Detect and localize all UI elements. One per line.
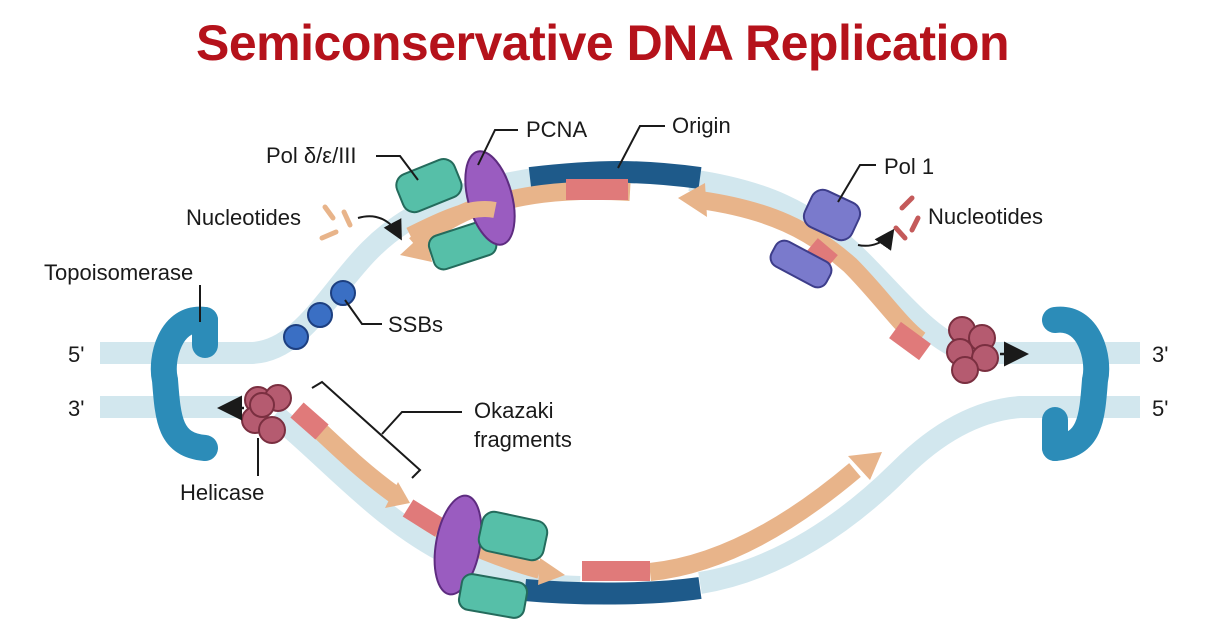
rna-primers — [290, 179, 931, 581]
leading-strand-top-left-arrowhead — [400, 232, 432, 262]
pol-bottom-lower — [457, 573, 529, 619]
ssb-proteins — [283, 280, 356, 350]
pol1-label: Pol 1 — [884, 154, 934, 179]
left-top-end-label: 5' — [68, 342, 84, 367]
polymerase-bottom — [433, 494, 549, 619]
pol-delta-leader — [376, 155, 419, 181]
nucleotides-left-arrow — [357, 215, 402, 241]
primer-top-right-1 — [889, 321, 931, 361]
right-bottom-end-label: 5' — [1152, 396, 1168, 421]
nucleotides-right-arrow — [857, 228, 895, 251]
ssbs-label: SSBs — [388, 312, 443, 337]
okazaki-leader — [381, 411, 462, 435]
okazaki-fork-arrowhead — [538, 558, 565, 585]
topoisomerase-right — [1042, 306, 1110, 461]
leading-strand-bottom-right-arrowhead — [848, 452, 882, 480]
okazaki-bracket — [311, 380, 422, 479]
helicase-label: Helicase — [180, 480, 264, 505]
topoisomerase-left — [150, 306, 218, 461]
page-title: Semiconservative DNA Replication — [196, 15, 1009, 71]
nucleotides-left-dashes — [319, 204, 353, 241]
pol-template-loop — [406, 201, 497, 243]
right-top-end-label: 3' — [1152, 342, 1168, 367]
bottom-right-parent-strand — [698, 396, 1140, 594]
lagging-strand-top-right — [698, 191, 926, 348]
origin-segment-bottom — [524, 577, 702, 605]
pcna-leader — [477, 129, 518, 166]
origin-segment-top — [528, 161, 702, 189]
okazaki-label-line1: Okazaki — [474, 398, 553, 423]
primer-bottom-left-1 — [290, 402, 329, 440]
origin-leader — [617, 125, 665, 169]
primer-bottom-left-2 — [402, 499, 446, 537]
top-right-parent-strand — [688, 169, 1140, 364]
pol1-complex — [769, 188, 862, 289]
nucleotides-left-label: Nucleotides — [186, 205, 301, 230]
nucleotides-right-label: Nucleotides — [928, 204, 1043, 229]
polymerase-top-left — [395, 150, 516, 271]
primer-top-right-2 — [806, 238, 838, 269]
helicase-left — [241, 384, 292, 444]
primer-top-center — [566, 179, 628, 200]
origin-label: Origin — [672, 113, 731, 138]
pol-delta-label: Pol δ/ε/III — [266, 143, 357, 168]
parent-strands — [100, 167, 1140, 598]
pol-bottom-upper — [477, 510, 549, 562]
pcna-label: PCNA — [526, 117, 587, 142]
pol1-leader — [837, 164, 876, 203]
topoisomerase-label: Topoisomerase — [44, 260, 193, 285]
okazaki-label-line2: fragments — [474, 427, 572, 452]
leading-strand-bottom-right — [649, 463, 861, 581]
okazaki-fragment-arrowhead — [385, 482, 410, 508]
lagging-strand-top-right-arrowhead — [678, 183, 707, 217]
ssbs-leader — [344, 299, 382, 325]
left-bottom-end-label: 3' — [68, 396, 84, 421]
helicase-right — [946, 316, 999, 384]
pcna-clamp-bottom — [433, 494, 483, 596]
nucleotides-right-dashes — [893, 195, 921, 241]
